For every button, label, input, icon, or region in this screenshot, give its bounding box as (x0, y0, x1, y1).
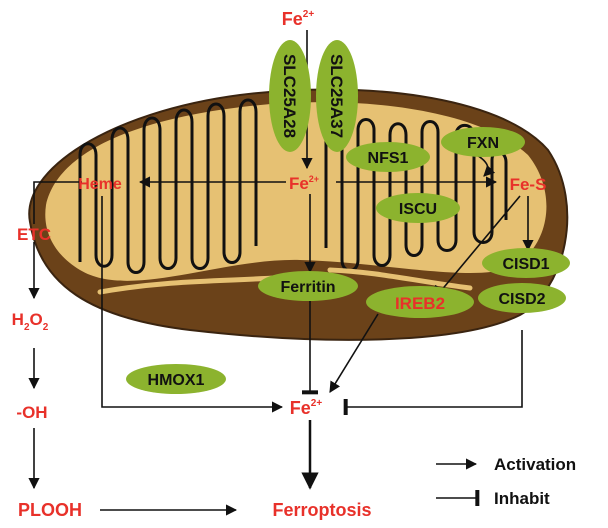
legend-activation-label: Activation (494, 455, 576, 474)
svg-text:FXN: FXN (467, 135, 499, 152)
mitochondrion (28, 88, 569, 341)
node-plooh: PLOOH (18, 500, 82, 520)
node-etc: ETC (17, 225, 51, 244)
svg-text:SLC25A28: SLC25A28 (280, 54, 299, 138)
connectors (28, 30, 534, 516)
svg-text:IREB2: IREB2 (395, 294, 445, 313)
protein-ferritin: Ferritin (258, 271, 358, 301)
node-heme: Heme (78, 176, 122, 193)
svg-text:CISD1: CISD1 (502, 256, 549, 273)
protein-hmox1: HMOX1 (126, 364, 226, 394)
legend-inhabit-label: Inhabit (494, 489, 550, 508)
node-ferroptosis: Ferroptosis (272, 500, 371, 520)
protein-cisd1: CISD1 (482, 248, 570, 278)
svg-text:CISD2: CISD2 (498, 291, 545, 308)
legend: Activation Inhabit (436, 455, 576, 508)
protein-nfs1: NFS1 (346, 142, 430, 172)
protein-cisd2: CISD2 (478, 283, 566, 313)
node-fe-center: Fe2+ (289, 174, 319, 193)
node-fe-s: Fe-S (510, 175, 547, 194)
node-fe-top: Fe2+ (282, 9, 315, 29)
node-fe-bottom: Fe2+ (290, 398, 323, 418)
protein-slc25a37: SLC25A37 (316, 40, 358, 152)
cristae (78, 98, 508, 274)
svg-text:NFS1: NFS1 (368, 150, 409, 167)
protein-iscu: ISCU (376, 193, 460, 223)
node-oh: -OH (16, 403, 47, 422)
svg-text:Ferritin: Ferritin (280, 279, 335, 296)
protein-fxn: FXN (441, 127, 525, 157)
svg-text:HMOX1: HMOX1 (148, 372, 205, 389)
svg-text:ISCU: ISCU (399, 201, 437, 218)
svg-text:SLC25A37: SLC25A37 (327, 54, 346, 138)
protein-ireb2: IREB2 (366, 286, 474, 318)
node-h2o2: H2O2 (12, 310, 49, 333)
protein-slc25a28: SLC25A28 (269, 40, 311, 152)
